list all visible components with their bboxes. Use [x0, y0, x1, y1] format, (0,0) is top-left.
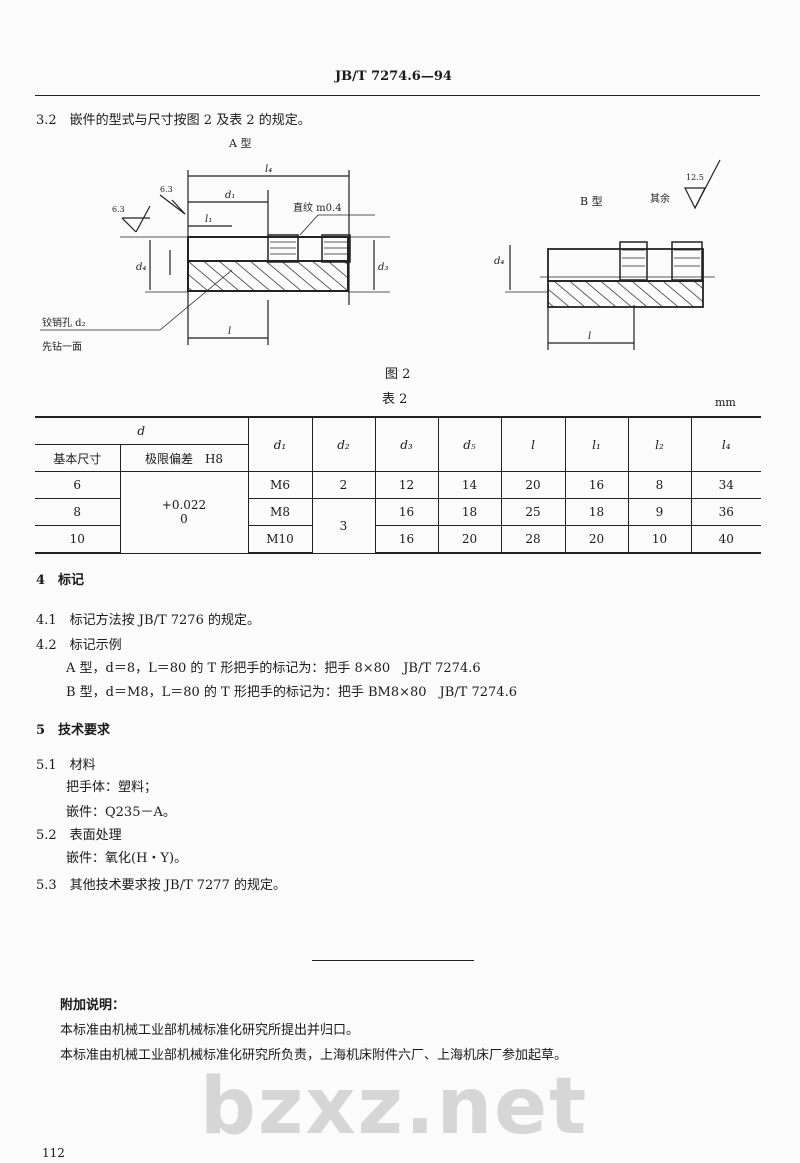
label-d4: d₄	[136, 262, 146, 273]
page-number: 112	[42, 1146, 65, 1160]
type-b-title: B 型	[580, 194, 603, 208]
label-d1: d₁	[225, 190, 235, 201]
header-col: l	[500, 416, 566, 472]
header-col: d₂	[311, 416, 376, 472]
section-line: 5.2 表面处理	[36, 828, 122, 843]
section-line: 5.1 材料	[36, 758, 96, 773]
roughness-value: 12.5	[686, 173, 704, 182]
section-line: 把手体：塑料；	[66, 780, 158, 795]
end-rule	[312, 960, 474, 961]
section-line: 4 标记	[36, 573, 85, 588]
header-col: d₃	[374, 416, 439, 472]
section-line: 5 技术要求	[36, 723, 111, 738]
label-knurl: 直纹 m0.4	[293, 201, 342, 214]
section-line: 嵌件：氧化(H・Y)。	[66, 851, 188, 866]
header-col: l₄	[690, 416, 761, 472]
label-drill: 先钻一面	[42, 340, 82, 353]
header-d: d	[35, 416, 249, 445]
roughness-left: 6.3	[112, 205, 125, 214]
label-b-d4: d₄	[494, 256, 504, 267]
table-unit: mm	[715, 396, 736, 409]
section-line: 4.1 标记方法按 JB/T 7276 的规定。	[36, 613, 260, 628]
header-col: l₂	[627, 416, 692, 472]
section-line: 5.3 其他技术要求按 JB/T 7277 的规定。	[36, 878, 286, 893]
notes-title: 附加说明：	[60, 998, 126, 1013]
header-rule	[35, 95, 760, 96]
section-line: B 型，d＝M8，L＝80 的 T 形把手的标记为：把手 BM8×80 JB/T…	[66, 685, 517, 700]
label-b-l: l	[588, 331, 591, 342]
header-col: d₅	[437, 416, 502, 472]
table-caption: 表 2	[382, 392, 408, 407]
section-line: 4.2 标记示例	[36, 638, 122, 653]
header-basic-size: 基本尺寸	[35, 444, 121, 472]
notes-line: 本标准由机械工业部机械标准化研究所负责，上海机床附件六厂、上海机床厂参加起草。	[60, 1048, 568, 1063]
roughness-top: 6.3	[160, 185, 173, 194]
figure-caption: 图 2	[385, 367, 411, 382]
type-a-drawing	[40, 170, 390, 345]
figure-2-drawing: A 型 l₄ d₁ l₁ 直纹 m0.4 d₄ d₃ 铰销孔 d₂ 先钻一面 l…	[40, 136, 721, 353]
standard-number-header: JB/T 7274.6—94	[335, 69, 452, 84]
section-line: 嵌件：Q235－A。	[66, 805, 176, 820]
header-tolerance: 极限偏差 H8	[119, 444, 248, 472]
label-pin-hole: 铰销孔 d₂	[42, 316, 86, 329]
label-l: l	[228, 326, 231, 337]
label-d3: d₃	[378, 262, 388, 273]
label-l4: l₄	[265, 164, 272, 175]
watermark: bzxz.net	[200, 1062, 589, 1152]
type-a-title: A 型	[228, 136, 251, 150]
section-3-2: 3.2 嵌件的型式与尺寸按图 2 及表 2 的规定。	[36, 113, 311, 128]
header-col: d₁	[247, 416, 313, 472]
section-line: A 型，d＝8，L＝80 的 T 形把手的标记为：把手 8×80 JB/T 72…	[66, 661, 481, 676]
roughness-rest-label: 其余	[650, 192, 670, 205]
label-l1: l₁	[205, 214, 212, 225]
header-col: l₁	[564, 416, 629, 472]
notes-line: 本标准由机械工业部机械标准化研究所提出并归口。	[60, 1023, 360, 1038]
type-b-drawing	[505, 159, 721, 350]
